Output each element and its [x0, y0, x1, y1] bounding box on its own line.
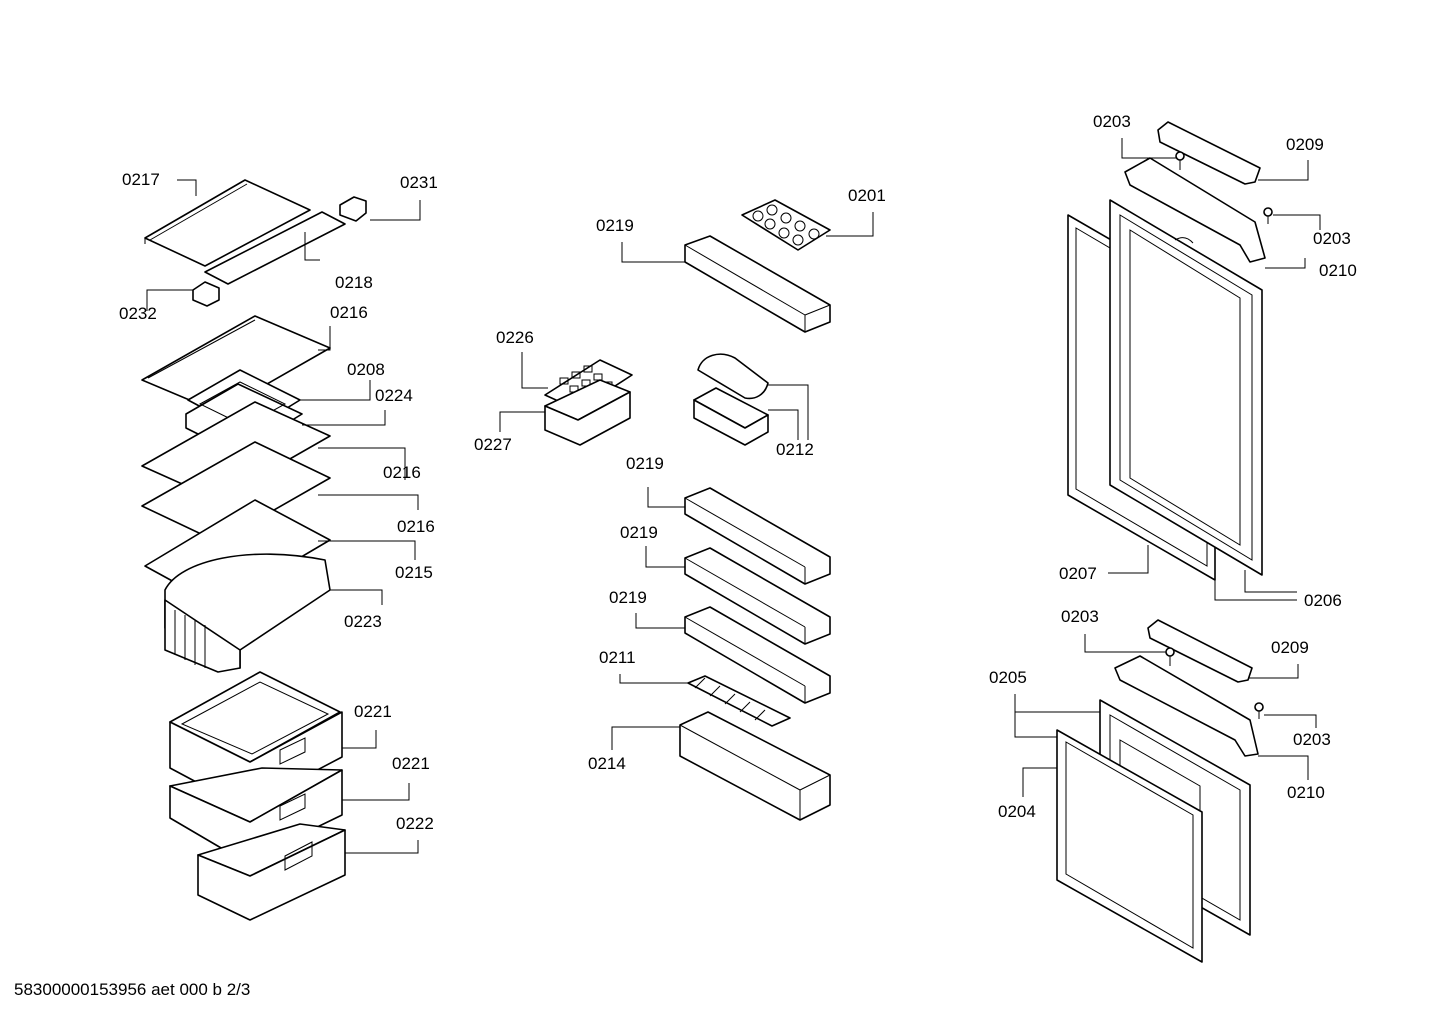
label-0222: 0222 [396, 814, 434, 833]
door-0206 [1109, 199, 1263, 576]
ice-box-0227 [544, 379, 631, 446]
door-bin-0219-top [684, 235, 831, 333]
screw-0203-a [1175, 151, 1185, 170]
label-0212: 0212 [776, 440, 814, 459]
shelf-0218 [204, 211, 346, 285]
document-footer: 58300000153956 aet 000 b 2/3 [14, 980, 251, 999]
label-0203-a: 0203 [1093, 112, 1131, 131]
label-0226: 0226 [496, 328, 534, 347]
label-0218: 0218 [335, 273, 373, 292]
hinge-cover-0209-top [1157, 121, 1261, 185]
freezer-gasket-0204 [1056, 729, 1203, 963]
drawer-0222 [197, 823, 346, 921]
label-0216-lower: 0216 [397, 517, 435, 536]
label-0216-top: 0216 [330, 303, 368, 322]
drawer-0223 [164, 553, 331, 673]
label-0211: 0211 [599, 648, 636, 667]
screw-0203-d [1254, 702, 1264, 719]
label-0214: 0214 [588, 754, 626, 773]
label-0209-top: 0209 [1286, 135, 1324, 154]
shelf-0217 [144, 179, 311, 267]
label-0203-b: 0203 [1313, 229, 1351, 248]
glass-shelf-0216-lower [141, 441, 331, 543]
label-0219-2: 0219 [626, 454, 664, 473]
label-0219-3: 0219 [620, 523, 658, 542]
label-0209-bottom: 0209 [1271, 638, 1309, 657]
label-0208: 0208 [347, 360, 385, 379]
door-bin-0219-2 [684, 487, 831, 585]
label-0205: 0205 [989, 668, 1027, 687]
label-0206: 0206 [1304, 591, 1342, 610]
bottle-holder-0211 [687, 675, 791, 727]
clip-0231 [339, 196, 367, 222]
label-0219-4: 0219 [609, 588, 647, 607]
hinge-0210-bottom [1114, 655, 1259, 757]
label-0217: 0217 [122, 170, 160, 189]
label-0201: 0201 [848, 186, 886, 205]
clip-0232 [192, 281, 220, 307]
screw-0203-b [1263, 207, 1273, 224]
bottle-bin-0214 [679, 711, 831, 821]
crisper-drawer-0221-lower [169, 767, 343, 863]
label-0221-lower: 0221 [392, 754, 430, 773]
egg-tray-0201 [741, 199, 831, 251]
label-0210-bottom: 0210 [1287, 783, 1325, 802]
label-0204: 0204 [998, 802, 1036, 821]
label-0207: 0207 [1059, 564, 1097, 583]
label-0227: 0227 [474, 435, 512, 454]
label-0223: 0223 [344, 612, 382, 631]
label-0231: 0231 [400, 173, 438, 192]
leader-lines [146, 138, 1321, 854]
label-0203-c: 0203 [1061, 607, 1099, 626]
hinge-cover-0209-bottom [1147, 619, 1253, 683]
label-0210-top: 0210 [1319, 261, 1357, 280]
butter-dish-0212 [693, 353, 769, 446]
label-0216-middle: 0216 [383, 463, 421, 482]
door-bin-0219-4 [684, 606, 831, 704]
label-0219-top: 0219 [596, 216, 634, 235]
label-0215: 0215 [395, 563, 433, 582]
screw-0203-c [1165, 647, 1175, 666]
label-0224: 0224 [375, 386, 413, 405]
label-0221-upper: 0221 [354, 702, 392, 721]
hinge-0210-top [1124, 157, 1266, 263]
label-0203-d: 0203 [1293, 730, 1331, 749]
door-bin-0219-3 [684, 547, 831, 645]
label-0232: 0232 [119, 304, 157, 323]
